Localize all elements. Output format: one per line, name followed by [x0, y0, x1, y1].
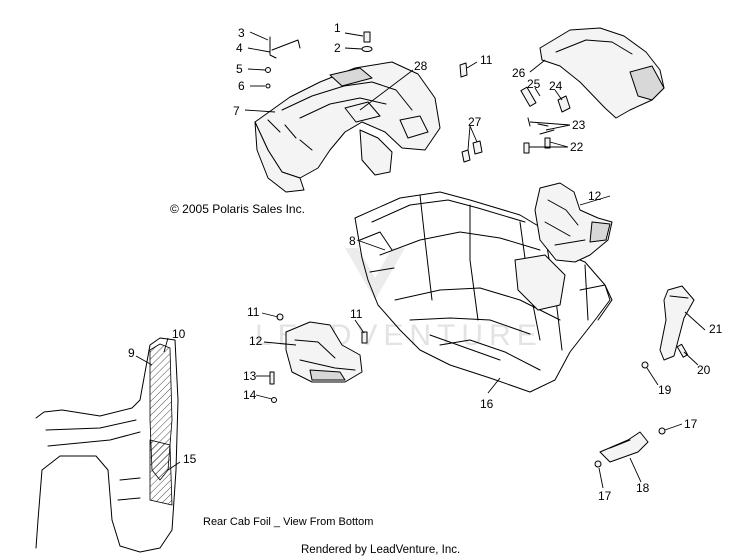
seat-assembly	[520, 27, 665, 154]
callout-12-lower: 12	[249, 334, 263, 348]
watermark-logo	[345, 248, 405, 300]
callout-12-upper: 12	[588, 189, 602, 203]
callout-22: 22	[570, 140, 584, 154]
callout-21: 21	[709, 322, 723, 336]
callout-9: 9	[128, 346, 135, 360]
callout-26: 26	[512, 66, 526, 80]
callout-15: 15	[183, 452, 197, 466]
callout-23: 23	[572, 118, 586, 132]
callout-27: 27	[468, 115, 482, 129]
callout-19: 19	[658, 383, 672, 397]
footer-credit: Rendered by LeadVenture, Inc.	[301, 544, 460, 556]
callout-28: 28	[414, 59, 428, 73]
callout-11-mid: 11	[350, 307, 363, 321]
callout-6: 6	[238, 79, 245, 93]
callout-16: 16	[480, 397, 494, 411]
callout-17-bottom: 17	[598, 489, 612, 503]
footwell-right	[534, 182, 613, 263]
callout-24: 24	[549, 79, 563, 93]
callout-14: 14	[243, 388, 257, 402]
callout-1: 1	[334, 21, 341, 35]
grab-handle	[641, 285, 695, 369]
cab-foil-view	[35, 337, 179, 553]
callout-17-right: 17	[684, 417, 698, 431]
copyright: © 2005 Polaris Sales Inc.	[170, 202, 305, 216]
callout-4: 4	[236, 41, 243, 55]
leader-lines	[135, 31, 706, 489]
view-caption: Rear Cab Foil _ View From Bottom	[203, 516, 373, 528]
callout-5: 5	[236, 62, 243, 76]
callouts: 1 2 3 4 5 6 7 28 11 27 26 25 24 23 22 © …	[128, 21, 723, 556]
callout-11-left: 11	[247, 305, 260, 319]
small-hardware	[265, 31, 373, 89]
callout-3: 3	[238, 26, 245, 40]
bracket-assembly	[594, 427, 666, 468]
callout-2: 2	[334, 41, 341, 55]
callout-13: 13	[243, 369, 257, 383]
callout-7: 7	[233, 104, 240, 118]
callout-8: 8	[349, 234, 356, 248]
clips	[459, 62, 483, 163]
callout-25: 25	[527, 77, 541, 91]
rear-cab-assembly	[254, 61, 441, 193]
callout-20: 20	[697, 363, 711, 377]
footwell-left	[269, 313, 368, 403]
callout-18: 18	[636, 481, 650, 495]
callout-10: 10	[172, 327, 186, 341]
main-frame	[354, 191, 613, 393]
callout-11-top: 11	[480, 53, 493, 67]
